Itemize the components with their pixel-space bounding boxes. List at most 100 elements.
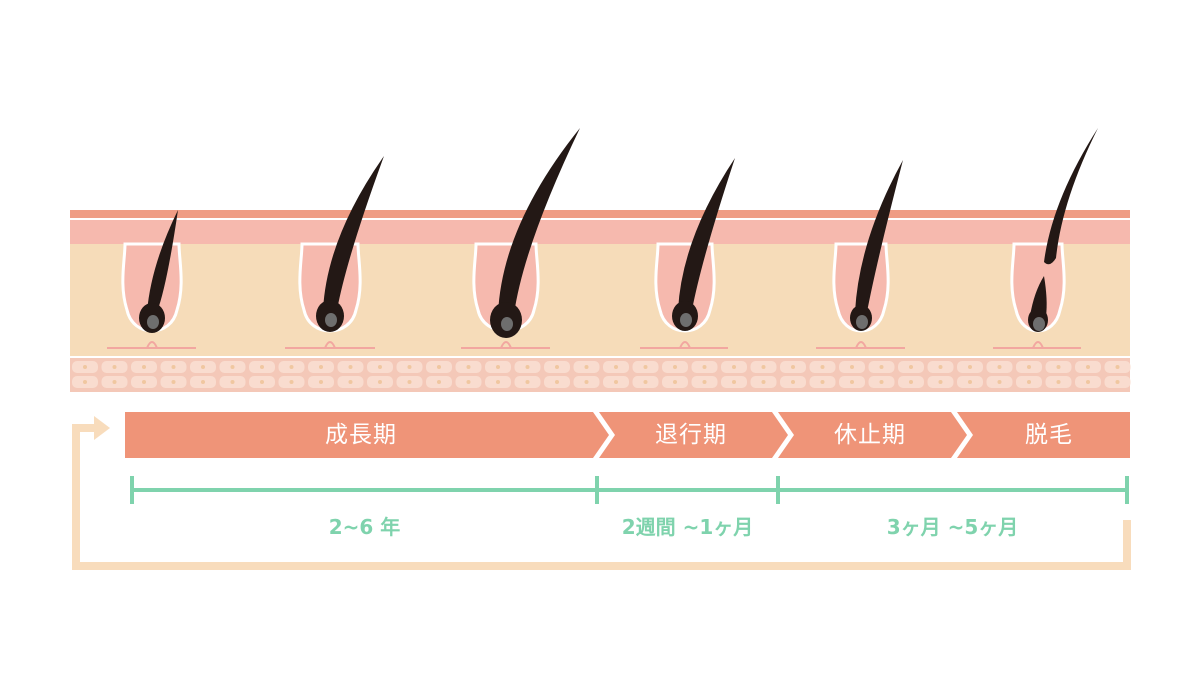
- cell-nucleus: [1056, 380, 1061, 384]
- phase-segment-shedding: [957, 412, 1130, 458]
- return-arrow-icon: [94, 416, 110, 440]
- cell-grid: [72, 361, 1131, 388]
- cell-nucleus: [732, 365, 736, 369]
- cell-nucleus: [1086, 365, 1090, 369]
- hair-follicle: [461, 128, 580, 349]
- papilla-stem: [500, 341, 512, 349]
- cell-nucleus: [850, 380, 854, 384]
- cell-nucleus: [820, 365, 825, 369]
- cell-nucleus: [378, 380, 382, 384]
- dermal-papilla: [680, 313, 692, 327]
- cell-nucleus: [673, 380, 677, 384]
- cell-nucleus: [230, 365, 235, 369]
- cell-nucleus: [643, 365, 648, 369]
- cell-nucleus: [1115, 380, 1120, 384]
- duration-timeline: [130, 476, 1129, 504]
- dermal-papilla: [1033, 317, 1045, 331]
- new-hair: [1030, 276, 1047, 316]
- dermal-papilla: [856, 315, 868, 329]
- cell-nucleus: [407, 365, 412, 369]
- cell-nucleus: [820, 380, 825, 384]
- cell-nucleus: [673, 365, 677, 369]
- cell-nucleus: [466, 365, 471, 369]
- cell-nucleus: [1086, 380, 1090, 384]
- cell-nucleus: [83, 365, 87, 369]
- cell-nucleus: [791, 380, 795, 384]
- cell-nucleus: [171, 365, 176, 369]
- cell-nucleus: [761, 380, 766, 384]
- follicle-group: [107, 128, 1098, 349]
- cell-nucleus: [201, 365, 205, 369]
- papilla-stem: [324, 341, 336, 349]
- cycle-return-line: [72, 424, 1131, 570]
- cell-nucleus: [260, 380, 264, 384]
- hair-shaft: [147, 210, 178, 312]
- cell-nucleus: [466, 380, 471, 384]
- cell-nucleus: [909, 380, 913, 384]
- phase-segment-growth: [125, 412, 609, 458]
- cell-nucleus: [112, 365, 117, 369]
- shedding-hair: [1044, 128, 1098, 265]
- cell-nucleus: [1056, 365, 1061, 369]
- phase-label-growth: 成長期: [325, 422, 397, 448]
- cell-nucleus: [437, 365, 441, 369]
- phase-label-shedding: 脱毛: [1025, 422, 1073, 448]
- cell-nucleus: [879, 365, 884, 369]
- hair-follicle: [107, 210, 196, 349]
- cell-layer: [70, 358, 1130, 392]
- cell-nucleus: [702, 380, 707, 384]
- duration-label-growth: 2~6 年: [328, 515, 401, 539]
- cell-nucleus: [142, 365, 146, 369]
- cell-nucleus: [289, 365, 294, 369]
- papilla-stem: [1032, 341, 1044, 349]
- cell-nucleus: [850, 365, 854, 369]
- duration-label-telogen: 3ヶ月 ~5ヶ月: [886, 515, 1019, 539]
- dermal-papilla: [501, 317, 513, 331]
- phase-label-catagen: 退行期: [655, 422, 727, 448]
- epidermis-top-layer: [70, 210, 1130, 219]
- dermis-layer: [70, 244, 1130, 356]
- cell-nucleus: [791, 365, 795, 369]
- dermal-papilla: [325, 313, 337, 327]
- hair-shaft: [498, 128, 580, 314]
- cell-nucleus: [584, 365, 589, 369]
- cell-nucleus: [348, 380, 353, 384]
- cell-nucleus: [1027, 380, 1031, 384]
- hair-shaft: [678, 158, 735, 310]
- epidermis-pink-layer: [70, 218, 1130, 244]
- cell-nucleus: [997, 365, 1002, 369]
- cell-nucleus: [407, 380, 412, 384]
- cell-nucleus: [378, 365, 382, 369]
- cell-nucleus: [761, 365, 766, 369]
- phase-label-telogen: 休止期: [834, 422, 906, 448]
- cell-nucleus: [496, 380, 500, 384]
- hair-follicle: [993, 128, 1098, 349]
- cell-nucleus: [230, 380, 235, 384]
- cell-nucleus: [879, 380, 884, 384]
- cell-nucleus: [437, 380, 441, 384]
- cell-nucleus: [732, 380, 736, 384]
- cell-nucleus: [968, 365, 972, 369]
- cell-nucleus: [643, 380, 648, 384]
- hair-follicle: [640, 158, 735, 349]
- hair-shaft: [323, 156, 384, 310]
- cell-nucleus: [319, 380, 323, 384]
- cell-nucleus: [260, 365, 264, 369]
- hair-shaft: [855, 160, 903, 312]
- phase-segment-telogen: [778, 412, 967, 458]
- papilla-stem: [679, 341, 691, 349]
- papilla-stem: [855, 341, 867, 349]
- hair-follicle: [285, 156, 384, 349]
- cell-nucleus: [702, 365, 707, 369]
- cell-nucleus: [938, 380, 943, 384]
- cell-nucleus: [555, 380, 559, 384]
- cell-nucleus: [319, 365, 323, 369]
- cell-nucleus: [83, 380, 87, 384]
- duration-label-catagen: 2週間 ~1ヶ月: [621, 515, 754, 539]
- cell-nucleus: [171, 380, 176, 384]
- cell-nucleus: [968, 380, 972, 384]
- cell-nucleus: [584, 380, 589, 384]
- hair-follicle: [816, 160, 905, 349]
- cell-nucleus: [1027, 365, 1031, 369]
